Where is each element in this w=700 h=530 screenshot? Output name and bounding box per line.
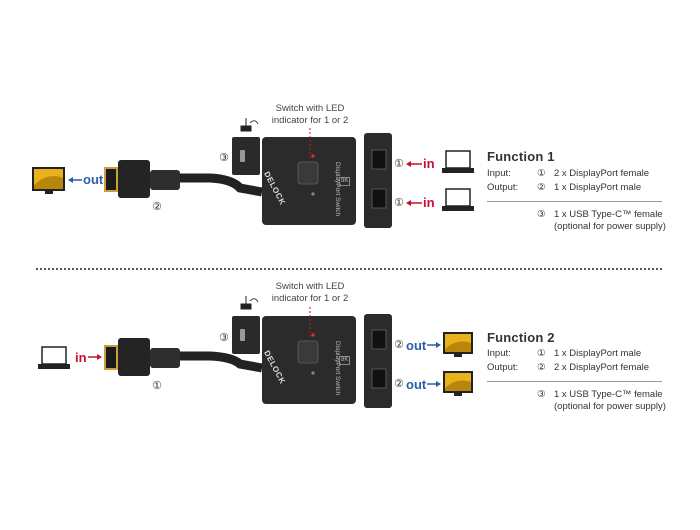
cable — [180, 173, 263, 197]
caption-line-1: Switch with LED — [275, 103, 345, 114]
out-label: out — [406, 338, 427, 353]
monitor-icon — [443, 371, 473, 396]
laptop-icon — [38, 346, 70, 369]
function-title: Function 2 — [487, 330, 555, 345]
power-marker: ③ — [537, 209, 546, 220]
arrow-left-icon — [68, 177, 82, 183]
in-label: in — [423, 195, 435, 210]
output-value: 1 x DisplayPort male — [554, 182, 642, 193]
output-label: Output: — [487, 362, 519, 373]
switch-caption: Switch with LED indicator for 1 or 2 — [255, 281, 365, 305]
monitor-icon — [32, 167, 65, 194]
cable — [180, 351, 263, 373]
laptop-icon — [442, 188, 474, 211]
power-marker: ③ — [537, 389, 546, 400]
input-value: 2 x DisplayPort female — [554, 168, 650, 179]
output-label: Output: — [487, 182, 519, 193]
out-label: out — [406, 377, 427, 392]
output-marker: ② — [537, 182, 546, 193]
separator-line — [487, 201, 662, 202]
power-line-1: 1 x USB Type-C™ female — [554, 389, 663, 400]
device-badge: 8K — [339, 177, 351, 186]
power-line-2: (optional for power supply) — [554, 221, 666, 232]
in-label: in — [423, 156, 435, 171]
usb-c-plug — [232, 118, 260, 175]
switch-device — [262, 316, 356, 404]
function-output-row: Output: ② 2 x DisplayPort female — [487, 362, 649, 374]
laptop-icon — [442, 150, 474, 173]
cable-marker: ① — [152, 380, 162, 392]
device-product-label: DisplayPort Switch — [334, 341, 341, 396]
port-marker: ② — [394, 339, 404, 351]
output-marker: ② — [537, 362, 546, 373]
port-block — [364, 133, 392, 228]
arrow-right-icon — [88, 354, 102, 360]
in-label: in — [75, 350, 87, 365]
caption-line-1: Switch with LED — [275, 281, 345, 292]
separator-line — [487, 381, 662, 382]
arrow-right-icon — [427, 342, 441, 348]
input-marker: ① — [537, 168, 546, 179]
arrow-left-icon — [406, 161, 422, 167]
port-marker: ① — [394, 158, 404, 170]
function-output-row: Output: ② 1 x DisplayPort male — [487, 182, 641, 194]
port-marker: ② — [394, 378, 404, 390]
function-input-row: Input: ① 2 x DisplayPort female — [487, 168, 649, 180]
power-supply-note: ③ 1 x USB Type-C™ female (optional for po… — [537, 209, 666, 233]
input-marker: ① — [537, 348, 546, 359]
displayport-connector — [104, 338, 180, 376]
usb-c-plug — [232, 296, 260, 354]
arrow-right-icon — [427, 381, 441, 387]
cable-marker: ② — [152, 201, 162, 213]
caption-line-2: indicator for 1 or 2 — [271, 115, 349, 126]
port-marker: ① — [394, 197, 404, 209]
power-line-1: 1 x USB Type-C™ female — [554, 209, 663, 220]
monitor-icon — [443, 332, 473, 357]
switch-device — [262, 137, 356, 225]
device-badge: 8K — [339, 356, 351, 365]
power-supply-note: ③ 1 x USB Type-C™ female (optional for po… — [537, 389, 666, 413]
input-label: Input: — [487, 168, 511, 179]
power-line-2: (optional for power supply) — [554, 401, 666, 412]
switch-caption: Switch with LED indicator for 1 or 2 — [255, 103, 365, 127]
arrow-left-icon — [406, 200, 422, 206]
output-value: 2 x DisplayPort female — [554, 362, 650, 373]
function-input-row: Input: ① 1 x DisplayPort male — [487, 348, 641, 360]
section-divider — [36, 268, 662, 270]
input-label: Input: — [487, 348, 511, 359]
out-label: out — [83, 172, 104, 187]
usbc-marker: ③ — [219, 152, 229, 164]
input-value: 1 x DisplayPort male — [554, 348, 642, 359]
usbc-marker: ③ — [219, 332, 229, 344]
port-block — [364, 314, 392, 408]
function-title: Function 1 — [487, 149, 555, 164]
displayport-connector — [104, 160, 180, 198]
caption-line-2: indicator for 1 or 2 — [271, 293, 349, 304]
